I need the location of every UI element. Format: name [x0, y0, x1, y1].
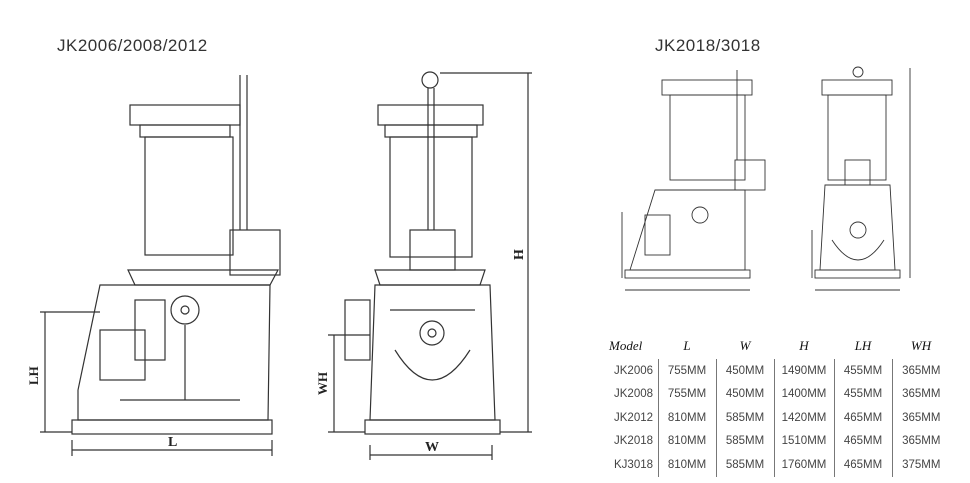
table-row: JK2008 755MM 450MM 1400MM 455MM 365MM [608, 382, 950, 406]
cell-h: 1490MM [773, 359, 834, 383]
title-large-models: JK2018/3018 [655, 36, 761, 55]
dim-label-lh: LH [26, 366, 41, 385]
cell-model: JK2006 [614, 364, 654, 377]
table-header-row: Model L W H LH WH [608, 333, 950, 359]
cell-w: 585MM [715, 453, 774, 477]
cell-h: 1420MM [773, 406, 834, 430]
cell-wh: 365MM [891, 359, 950, 383]
cell-wh: 365MM [891, 382, 950, 406]
cell-wh: 365MM [891, 406, 950, 430]
title-small-models: JK2006/2008/2012 [57, 36, 208, 55]
header-lh: LH [854, 338, 872, 353]
side-view-large [621, 70, 766, 291]
dim-label-h: H [512, 249, 527, 260]
spec-table: Model L W H LH WH JK2006 755MM 450MM 149… [608, 333, 950, 477]
cell-w: 585MM [715, 429, 774, 453]
cell-model: JK2012 [614, 411, 654, 424]
dim-label-wh: WH [315, 372, 330, 395]
cell-w: 450MM [715, 359, 774, 383]
cell-l: 810MM [657, 453, 716, 477]
cell-l: 755MM [657, 382, 716, 406]
cell-model: KJ3018 [614, 458, 654, 471]
cell-lh: 465MM [833, 406, 892, 430]
cell-lh: 465MM [833, 429, 892, 453]
table-row: JK2018 810MM 585MM 1510MM 465MM 365MM [608, 429, 950, 453]
header-wh: WH [910, 338, 932, 353]
cell-model: JK2008 [614, 388, 654, 401]
cell-h: 1400MM [773, 382, 834, 406]
dim-label-l: L [168, 435, 177, 450]
cell-lh: 465MM [833, 453, 892, 477]
cell-lh: 455MM [833, 359, 892, 383]
cell-h: 1760MM [773, 453, 834, 477]
cell-l: 810MM [657, 429, 716, 453]
table-row: KJ3018 810MM 585MM 1760MM 465MM 375MM [608, 453, 950, 477]
side-view-small [40, 75, 281, 456]
cell-model: JK2018 [614, 435, 654, 448]
dim-label-w: W [425, 440, 439, 455]
cell-h: 1510MM [773, 429, 834, 453]
header-w: W [739, 338, 751, 353]
cell-l: 810MM [657, 406, 716, 430]
table-row: JK2012 810MM 585MM 1420MM 465MM 365MM [608, 406, 950, 430]
cell-w: 450MM [715, 382, 774, 406]
header-model: Model [609, 338, 643, 353]
front-view-large [811, 66, 911, 291]
cell-lh: 455MM [833, 382, 892, 406]
table-row: JK2006 755MM 450MM 1490MM 455MM 365MM [608, 359, 950, 383]
front-view-small [328, 71, 532, 460]
cell-w: 585MM [715, 406, 774, 430]
cell-l: 755MM [657, 359, 716, 383]
header-l: L [683, 338, 691, 353]
cell-wh: 375MM [891, 453, 950, 477]
cell-wh: 365MM [891, 429, 950, 453]
header-h: H [799, 338, 809, 353]
